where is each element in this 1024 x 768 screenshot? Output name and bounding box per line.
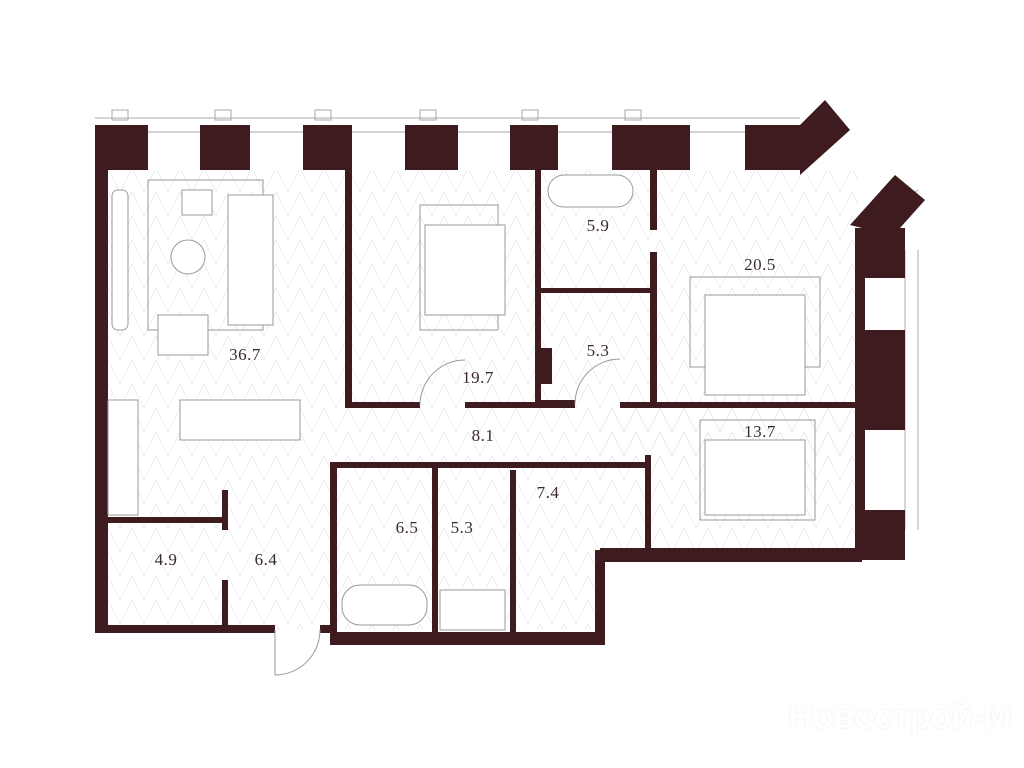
room-area-wc: 5.3 xyxy=(450,518,474,537)
room-area-bedroom-master: 20.5 xyxy=(744,255,776,274)
room-area-wardrobe-1: 5.3 xyxy=(586,341,610,360)
doors xyxy=(274,358,621,676)
room-area-bath-1: 5.9 xyxy=(586,216,610,235)
watermark: Новострой-М xyxy=(788,698,1012,736)
windows xyxy=(95,109,919,530)
room-area-bath-2: 6.5 xyxy=(395,518,419,537)
room-area-pantry: 4.9 xyxy=(154,550,178,569)
room-area-hall: 8.1 xyxy=(471,426,495,445)
room-area-bedroom-2: 13.7 xyxy=(744,422,776,441)
room-area-living: 36.7 xyxy=(229,345,261,364)
room-area-wardrobe-2: 7.4 xyxy=(536,483,560,502)
room-area-entrance: 6.4 xyxy=(254,550,278,569)
furniture xyxy=(107,174,821,631)
walls xyxy=(95,100,925,645)
room-area-bedroom-1: 19.7 xyxy=(462,368,494,387)
